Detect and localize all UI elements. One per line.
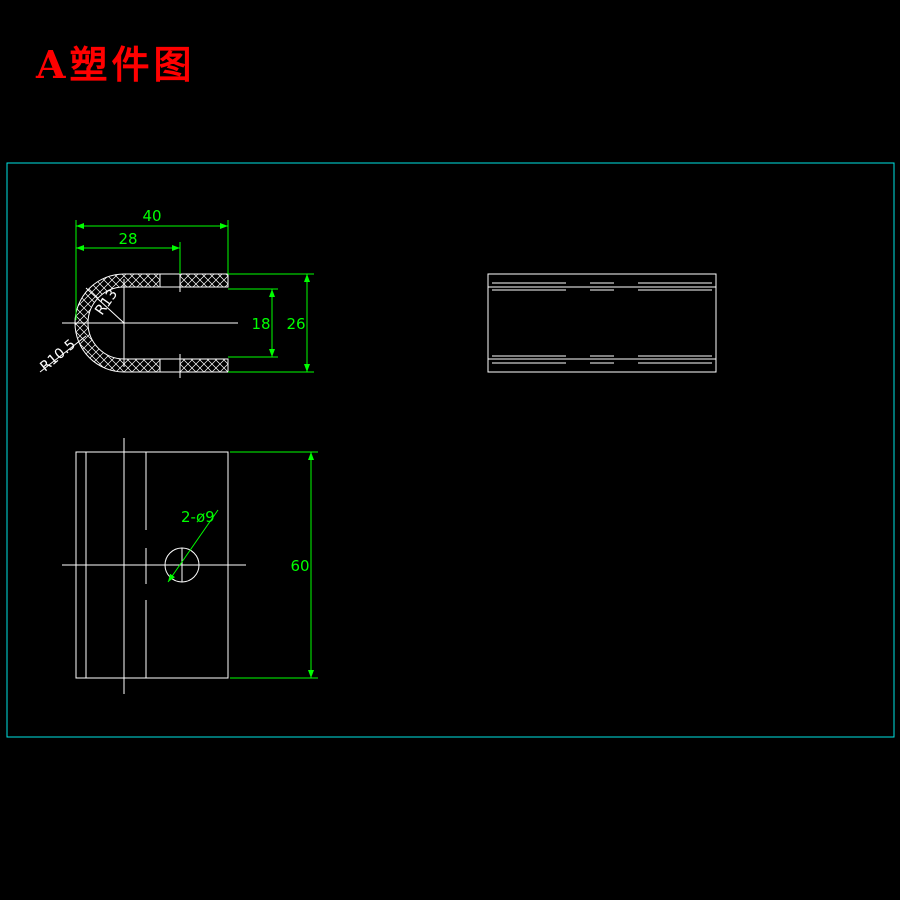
dim-width-inner: 28: [118, 230, 137, 248]
dim-height-total: 26: [286, 315, 305, 333]
drawing-frame: [6, 162, 895, 738]
dim-radius-outer: R10.5: [37, 337, 79, 376]
section-view: 40 28 18 26 R13 R10.5: [37, 207, 314, 378]
dim-length: 60: [290, 557, 309, 575]
side-view: [487, 273, 717, 373]
drawing-title: A塑件图: [36, 42, 196, 87]
dim-width-total: 40: [142, 207, 161, 225]
plan-view: 2-ø9 60: [62, 438, 318, 694]
section-hatch: [74, 273, 229, 373]
dim-height-inner: 18: [251, 315, 270, 333]
dim-holes: 2-ø9: [181, 508, 215, 526]
